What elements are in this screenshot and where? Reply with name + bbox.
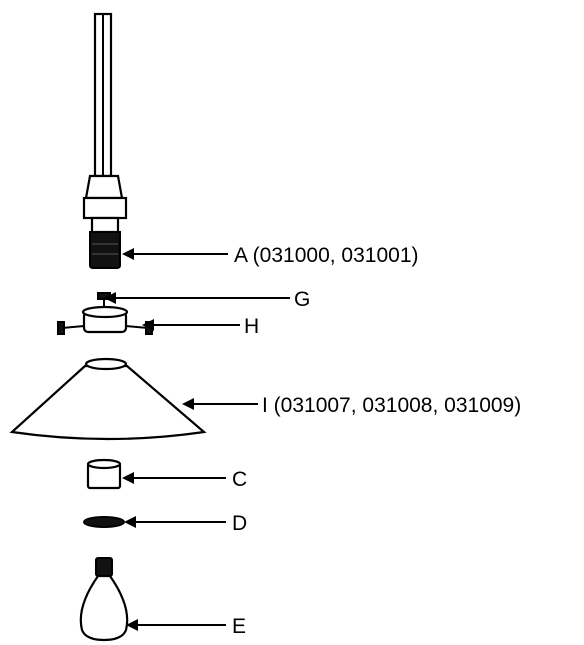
fitter-h — [57, 292, 153, 335]
callout-label-e: E — [232, 615, 246, 638]
washer-d — [83, 516, 125, 528]
leader-a — [122, 248, 228, 260]
lamp-shade-i — [9, 357, 207, 441]
callout-label-g: G — [294, 288, 310, 311]
leader-h — [142, 319, 240, 331]
leader-g — [104, 292, 290, 304]
down-rod — [93, 12, 113, 178]
callout-label-h: H — [244, 315, 259, 338]
socket-assembly-a — [82, 174, 128, 269]
leader-c — [122, 472, 226, 484]
callout-label-d: D — [232, 512, 247, 535]
light-bulb-e — [79, 557, 129, 642]
leader-e — [126, 619, 226, 631]
callout-label-i: I (031007, 031008, 031009) — [262, 394, 521, 417]
leader-d — [124, 516, 226, 528]
callout-label-c: C — [232, 468, 247, 491]
callout-label-a: A (031000, 031001) — [234, 244, 419, 267]
leader-i — [182, 398, 258, 410]
cup-c — [86, 458, 122, 490]
